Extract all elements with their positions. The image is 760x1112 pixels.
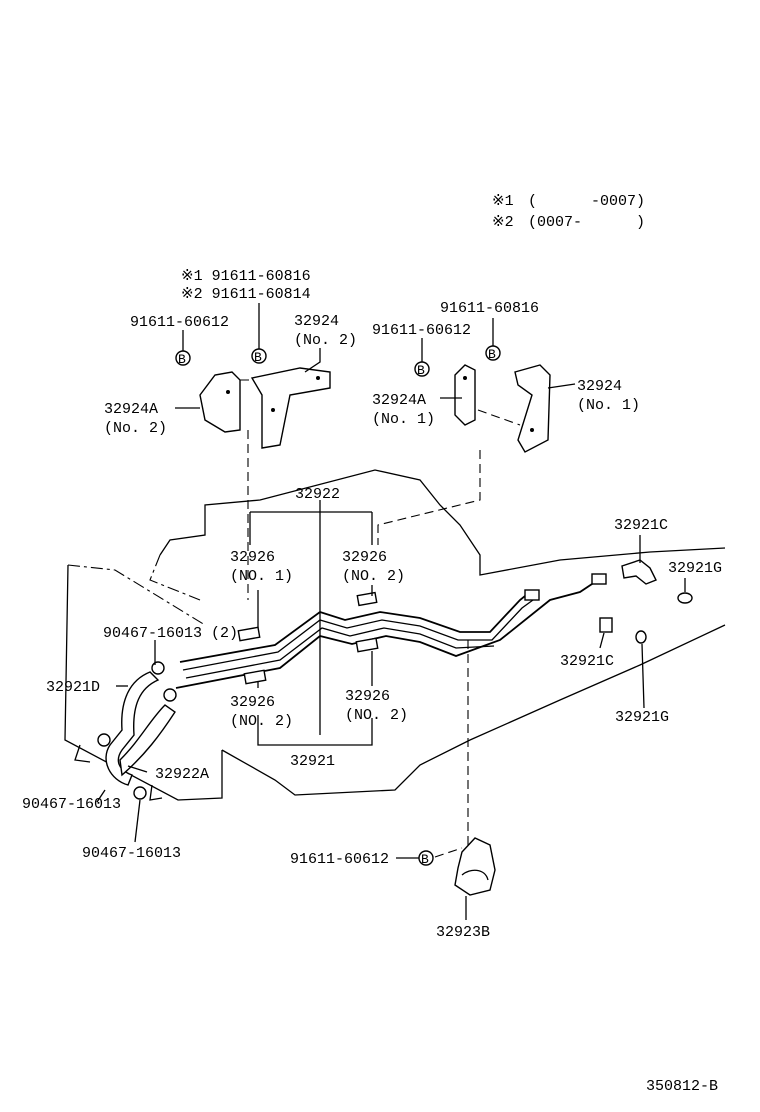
- diagram-id: 350812-B: [646, 1078, 718, 1095]
- label-cushion-br: 32926: [345, 688, 390, 705]
- label-32924a-no1: 32924A: [372, 392, 426, 409]
- legend-mark-1: ※1: [492, 193, 514, 210]
- label-32924-no2-sub: (No. 2): [294, 332, 357, 349]
- leader-bracket-no1: [377, 450, 481, 545]
- bracket-32924a-no2: [199, 371, 241, 433]
- label-bolt-bottom: 91611-60612: [290, 851, 389, 868]
- union-32921c-mid: [599, 617, 613, 633]
- clamp-32923b: [454, 837, 496, 896]
- cushion-no2-lower-left: [243, 669, 267, 685]
- hose-clip-upper: [151, 661, 165, 675]
- bolt-b-label: B: [488, 347, 496, 362]
- cushion-no2-lower-right: [355, 637, 379, 653]
- label-32921d: 32921D: [46, 679, 100, 696]
- label-32921: 32921: [290, 753, 335, 770]
- label-32922: 32922: [295, 486, 340, 503]
- label-32921g-bot: 32921G: [615, 709, 669, 726]
- legend-range-1: ( -0007): [528, 193, 645, 210]
- label-bolt-mid-b: 91611-60612: [372, 322, 471, 339]
- label-cushion-bl: 32926: [230, 694, 275, 711]
- hose-clip-lower: [133, 786, 147, 800]
- label-32924a-no1-sub: (No. 1): [372, 411, 435, 428]
- label-cushion-tr-sub: (NO. 2): [342, 568, 405, 585]
- pipe-bundle: [175, 579, 599, 689]
- bolt-b-label: B: [421, 852, 429, 867]
- pipe-end-fitting: [524, 589, 540, 601]
- label-32922a: 32922A: [155, 766, 209, 783]
- gasket-32921g-bot: [635, 630, 647, 644]
- hose-clip-upper-2: [163, 688, 177, 702]
- legend-range-2: (0007- ): [528, 214, 645, 231]
- hose-32921d: [105, 671, 160, 786]
- label-cushion-br-sub: (NO. 2): [345, 707, 408, 724]
- label-32924a-no2: 32924A: [104, 401, 158, 418]
- label-cushion-tr: 32926: [342, 549, 387, 566]
- label-bolt-left: 91611-60612: [130, 314, 229, 331]
- gasket-32921g-top: [677, 592, 693, 604]
- cushion-no2-upper-right: [356, 591, 378, 607]
- clamp-32923b-group: [454, 837, 496, 896]
- label-cushion-bl-sub: (NO. 2): [230, 713, 293, 730]
- label-32921g-top: 32921G: [668, 560, 722, 577]
- bolt-symbols: B B B B B: [175, 345, 501, 867]
- label-cushion-tl-sub: (NO. 1): [230, 568, 293, 585]
- bolt-b-label: B: [178, 352, 186, 367]
- cushions: [237, 591, 379, 685]
- label-32924-no2: 32924: [294, 313, 339, 330]
- label-32923b: 32923B: [436, 924, 490, 941]
- leader-lines: [240, 379, 521, 858]
- label-bolt-mid-a: 91611-60816: [440, 300, 539, 317]
- right-fittings: [524, 559, 693, 644]
- callout-leaders: [96, 303, 686, 920]
- pipe-end-fitting-2: [591, 573, 607, 585]
- transmission-outline: [64, 469, 726, 801]
- brackets-left: [199, 367, 331, 449]
- bracket-32924-no1: [514, 364, 551, 453]
- brackets-right: [454, 364, 551, 453]
- hoses-left: [74, 661, 177, 801]
- label-32924-no1-sub: (No. 1): [577, 397, 640, 414]
- label-32921c-top: 32921C: [614, 517, 668, 534]
- hose-clip-lower-left: [97, 733, 111, 747]
- bracket-32924a-no1: [454, 364, 476, 426]
- legend-mark-2: ※2: [492, 214, 514, 231]
- bolt-b-label: B: [417, 363, 425, 378]
- label-clip-lower-b: 90467-16013: [82, 845, 181, 862]
- bolt-b-label: B: [254, 350, 262, 365]
- label-clip-lower-a: 90467-16013: [22, 796, 121, 813]
- label-bolt-note2: ※2 91611-60814: [181, 286, 311, 303]
- callout-labels: ※1 91611-60816 ※2 91611-60814 91611-6061…: [22, 268, 722, 941]
- label-32924a-no2-sub: (No. 2): [104, 420, 167, 437]
- label-clip-upper: 90467-16013 (2): [103, 625, 238, 642]
- label-cushion-tl: 32926: [230, 549, 275, 566]
- cushion-no1-left: [237, 626, 261, 642]
- label-32921c-mid: 32921C: [560, 653, 614, 670]
- label-32924-no1: 32924: [577, 378, 622, 395]
- legend: ※1 ( -0007) ※2 (0007- ): [492, 193, 645, 231]
- bracket-32924-no2: [250, 367, 331, 449]
- union-32921c-top: [621, 559, 657, 585]
- label-bolt-note1: ※1 91611-60816: [181, 268, 311, 285]
- hose-32922a: [119, 704, 176, 777]
